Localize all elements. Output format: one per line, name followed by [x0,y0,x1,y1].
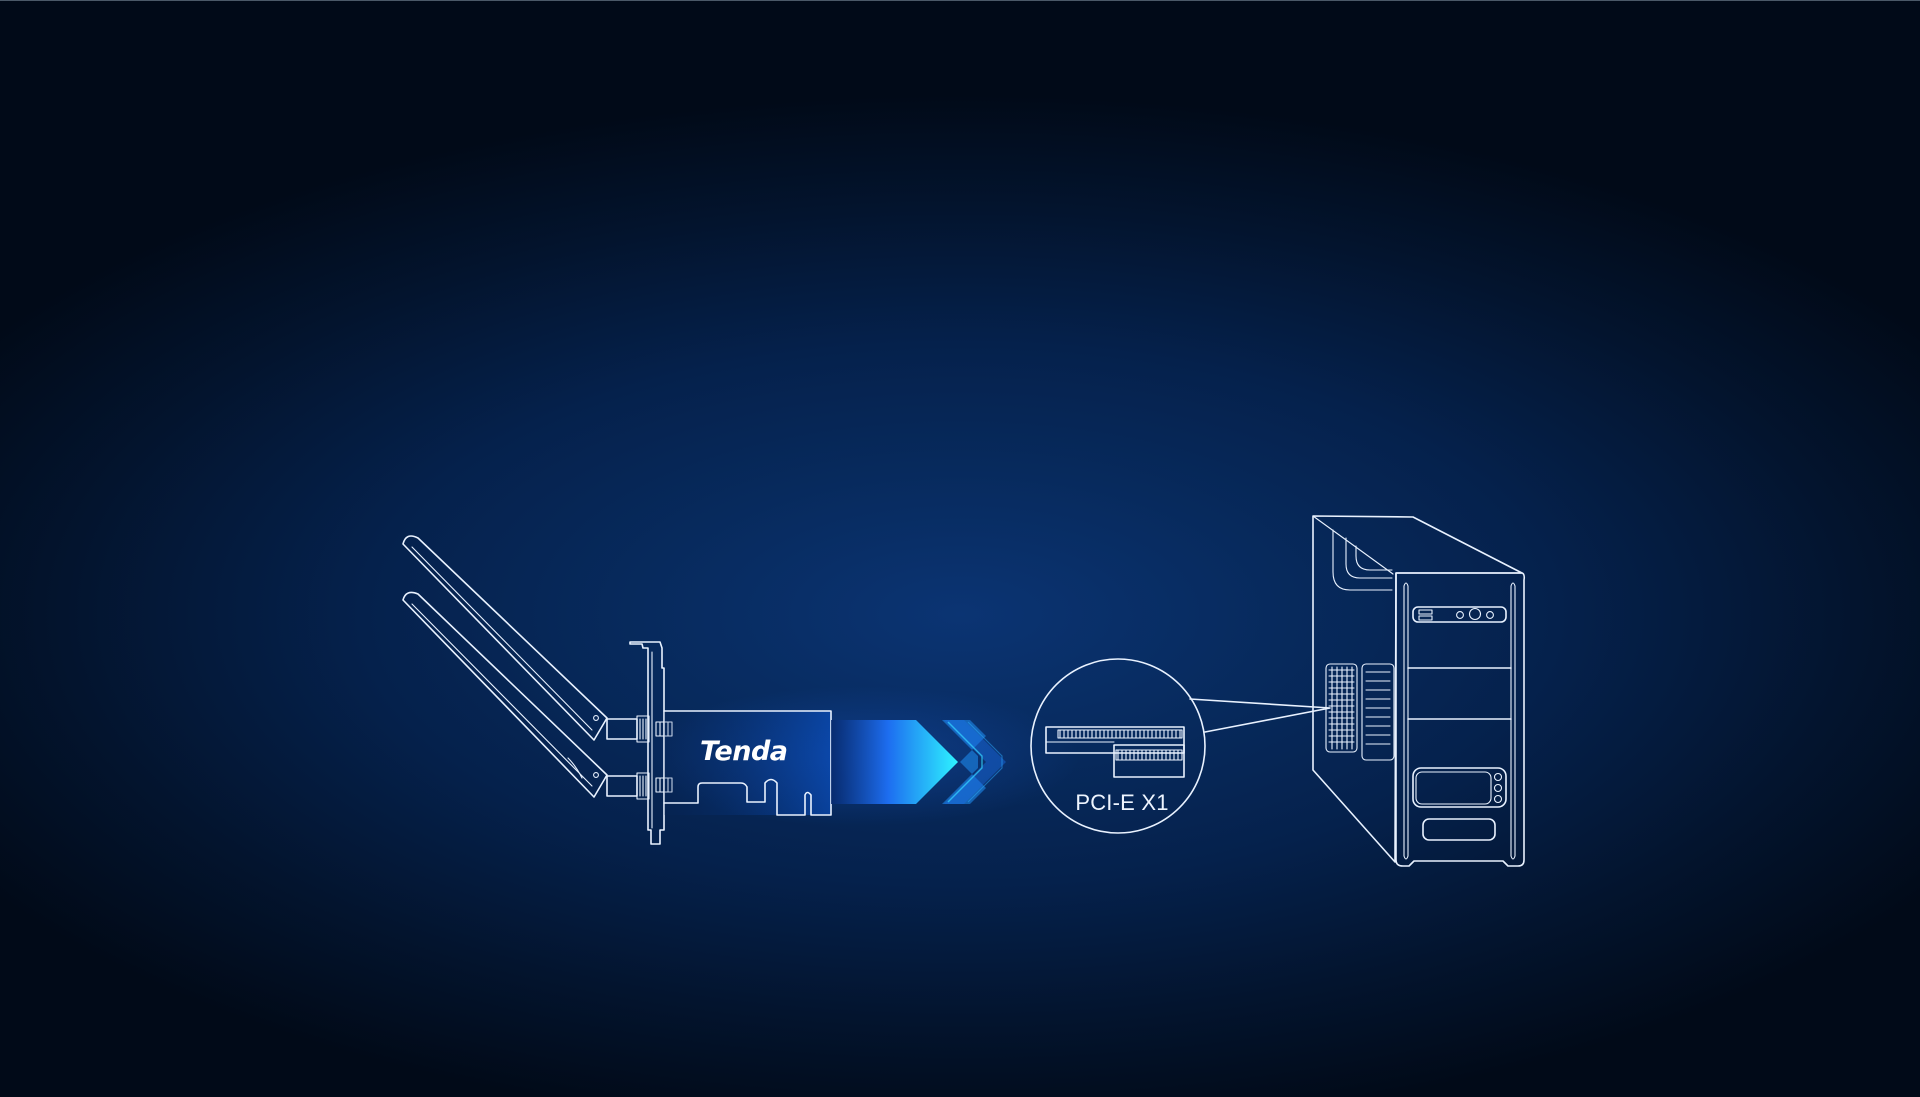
pcie-slot-icon: PCI-E X1 [1030,658,1331,834]
circuit-board [663,710,832,816]
pcie-wifi-card-icon: Tenda [402,535,832,845]
chevron-arrow-icon [831,720,1006,804]
antenna-upper [402,535,608,741]
brand-logo: Tenda [700,736,788,767]
tower-side-panel [1312,515,1523,863]
tower-front-panel [1395,572,1526,867]
desktop-tower-icon [1312,515,1526,867]
tower-bottom-slot [1422,818,1496,841]
antenna-connector-upper [606,715,650,743]
antenna-lower [402,591,608,798]
tower-top-bay [1412,606,1507,623]
slot-label: PCI-E X1 [1075,790,1168,815]
pcie-slot-connector [1045,726,1185,778]
antenna-connector-lower [606,772,650,800]
tower-drive-bay [1412,767,1507,808]
